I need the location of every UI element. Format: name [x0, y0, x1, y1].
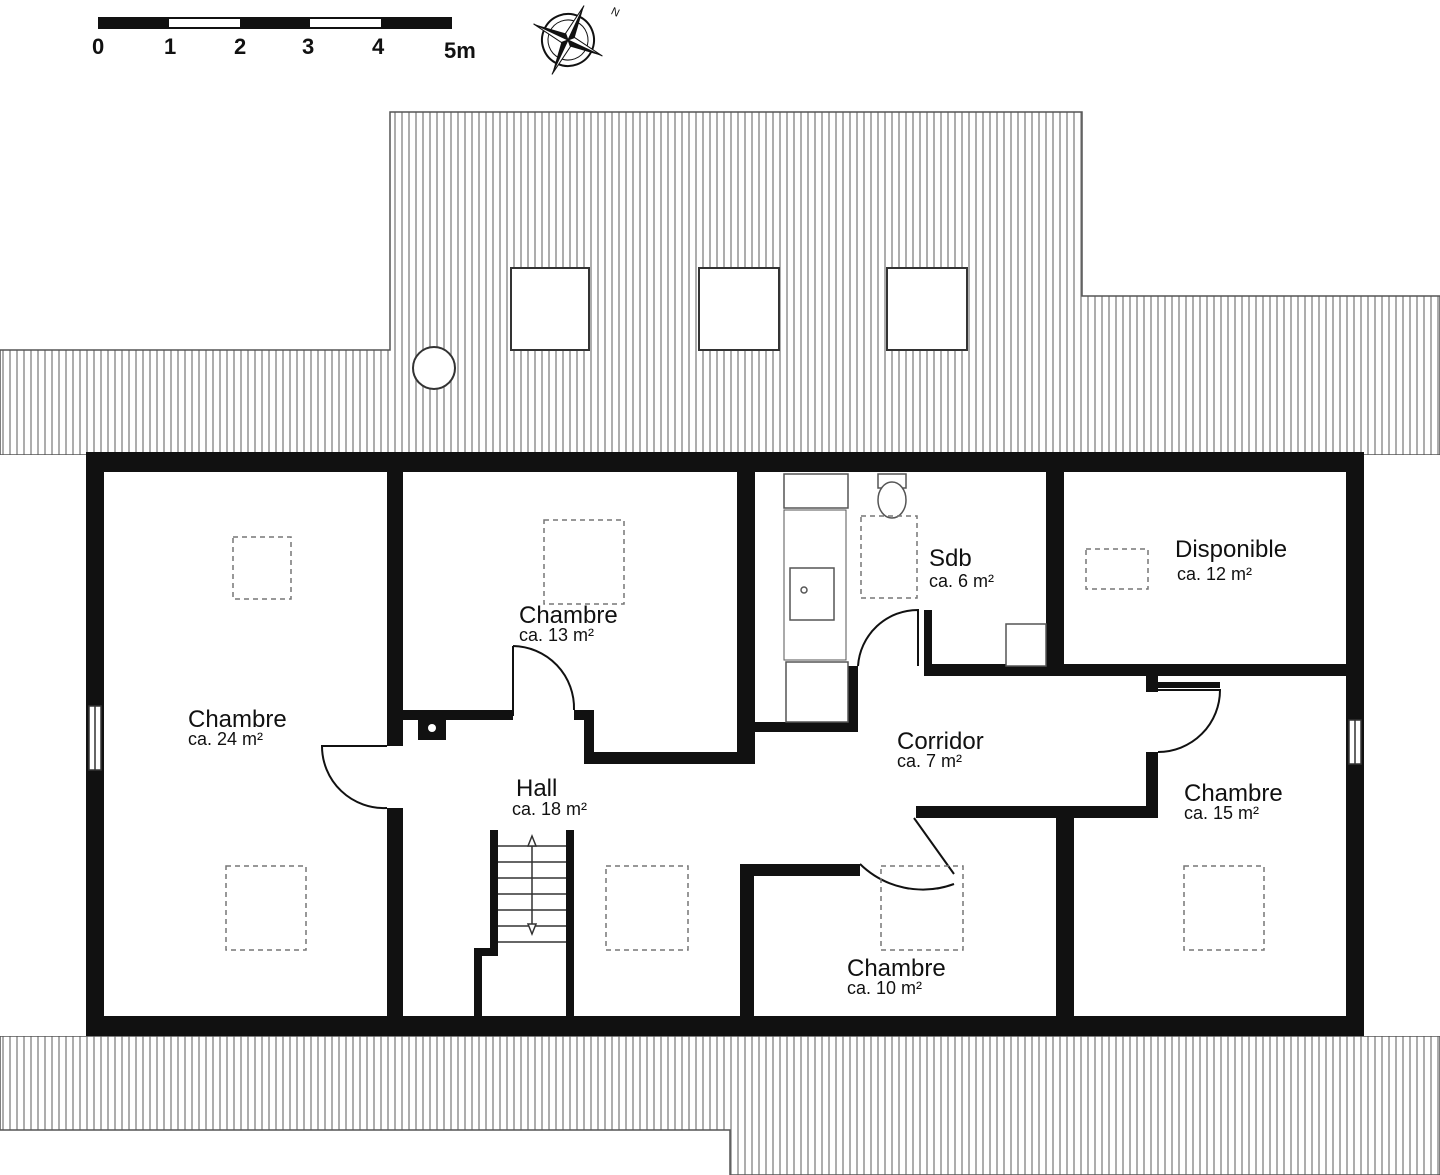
room-corridor: Corridor ca. 7 m²: [897, 728, 984, 771]
room-area: ca. 13 m²: [519, 625, 594, 645]
room-name: Corridor: [897, 728, 984, 755]
room-name: Chambre: [519, 602, 618, 629]
room-area: ca. 18 m²: [512, 799, 587, 819]
room-chambre-13: Chambre ca. 13 m²: [519, 602, 618, 645]
skylight-3: [886, 267, 968, 351]
bathroom-fixtures: [783, 473, 1047, 723]
utility-unit: [1005, 623, 1047, 667]
dashed-skylight-outlines: [225, 515, 1265, 951]
bathroom-counter: [783, 473, 849, 509]
chimney: [418, 716, 446, 740]
toilet-icon: [877, 481, 907, 519]
room-area: ca. 10 m²: [847, 978, 922, 998]
room-area: ca. 24 m²: [188, 729, 263, 749]
scale-tick-0: 0: [92, 34, 104, 59]
skylight-2: [698, 267, 780, 351]
interior-floor: [96, 464, 1354, 1028]
room-name: Chambre: [1184, 780, 1283, 807]
scale-tick-4: 4: [372, 34, 385, 59]
roof-vent-icon: [412, 346, 456, 390]
room-name: Chambre: [847, 955, 946, 982]
room-chambre-24: Chambre ca. 24 m²: [188, 706, 287, 749]
scale-end-label: 5m: [444, 38, 476, 63]
room-area: ca. 15 m²: [1184, 803, 1259, 823]
room-hall: Hall ca. 18 m²: [512, 775, 587, 819]
room-name: Hall: [516, 775, 557, 802]
scale-tick-3: 3: [302, 34, 314, 59]
doors: [320, 608, 1222, 891]
compass-north-letter: N: [609, 5, 621, 19]
skylight-windows: [412, 267, 968, 390]
room-chambre-15: Chambre ca. 15 m²: [1184, 780, 1283, 823]
scale-bar: 0 1 2 3 4 5m: [92, 17, 476, 63]
room-name: Disponible: [1175, 536, 1287, 563]
scale-tick-1: 1: [164, 34, 176, 59]
compass-rose-icon: [533, 5, 603, 75]
room-area: ca. 12 m²: [1177, 564, 1252, 584]
room-chambre-10: Chambre ca. 10 m²: [847, 955, 946, 998]
room-name: Chambre: [188, 706, 287, 733]
side-windows: [88, 705, 1362, 771]
staircase: [498, 833, 566, 943]
room-sdb: Sdb ca. 6 m²: [929, 545, 994, 591]
room-name: Sdb: [929, 545, 972, 572]
sink-icon: [789, 567, 835, 621]
shower-tray: [785, 661, 849, 723]
room-area: ca. 6 m²: [929, 571, 994, 591]
skylight-1: [510, 267, 590, 351]
room-disponible: Disponible ca. 12 m²: [1175, 536, 1287, 584]
scale-tick-2: 2: [234, 34, 246, 59]
room-area: ca. 7 m²: [897, 751, 962, 771]
